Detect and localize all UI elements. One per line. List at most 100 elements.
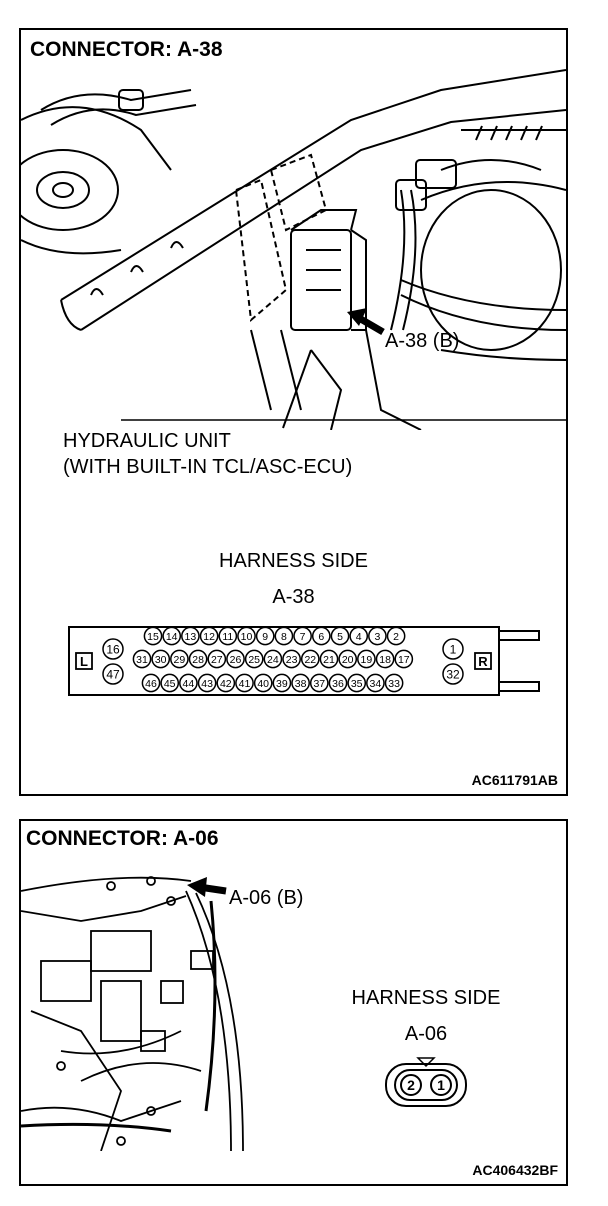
pin-label: 46 xyxy=(145,678,157,690)
callout-a38b: A-38 (B) xyxy=(385,330,460,352)
pin-label: 2 xyxy=(393,631,399,643)
pin-10 xyxy=(237,626,256,646)
pin-46 xyxy=(141,673,161,693)
pin-label: 42 xyxy=(220,678,232,690)
pin-label: 16 xyxy=(106,642,120,656)
pin-20 xyxy=(338,649,358,669)
pin-37 xyxy=(309,673,329,693)
pin-label: 9 xyxy=(262,631,268,643)
pin-2 xyxy=(386,626,406,646)
pin-8 xyxy=(274,626,294,646)
figure-code: AC406432BF xyxy=(472,1162,558,1178)
side-l-label: L xyxy=(80,654,88,669)
pin-label: 47 xyxy=(106,667,120,681)
connector-panel-a06: CONNECTOR: A-06 A-06 (B) HARNESS SIDE xyxy=(19,819,568,1186)
pin-11 xyxy=(218,626,238,646)
pin-label: 17 xyxy=(398,654,410,666)
pin-31 xyxy=(132,649,152,669)
pin-17 xyxy=(394,649,414,669)
engine-bay-illustration-a38 xyxy=(21,69,566,430)
pin-15 xyxy=(143,626,163,646)
pin-label: 24 xyxy=(267,654,279,666)
pin-44 xyxy=(179,673,198,693)
harness-side-label: HARNESS SIDE xyxy=(351,987,501,1009)
figure-code: AC611791AB xyxy=(471,772,558,788)
pin-1 xyxy=(442,638,464,660)
pin-38 xyxy=(291,673,310,693)
pin-label: 38 xyxy=(295,678,307,690)
pin-3 xyxy=(368,626,387,646)
pin-label: 12 xyxy=(203,631,215,643)
pin-label: 18 xyxy=(379,654,391,666)
pin-label: 30 xyxy=(155,654,167,666)
connector-id-label: A-38 xyxy=(272,586,315,608)
pin-35 xyxy=(347,673,367,693)
pin-34 xyxy=(366,673,385,693)
pin-label: 40 xyxy=(257,678,269,690)
pin-30 xyxy=(151,649,171,669)
pin-label: 4 xyxy=(356,631,362,643)
pin-39 xyxy=(272,673,292,693)
pin-19 xyxy=(357,649,376,669)
pin-label: 13 xyxy=(185,631,197,643)
pin-47 xyxy=(102,663,124,685)
pin-label: 26 xyxy=(230,654,242,666)
pin-32 xyxy=(442,663,464,685)
pin-label: 7 xyxy=(300,631,306,643)
pin-24 xyxy=(263,649,283,669)
pin-label: 31 xyxy=(136,654,148,666)
pin-label: 35 xyxy=(351,678,363,690)
pin-label: 28 xyxy=(192,654,204,666)
pin-16 xyxy=(102,638,124,660)
pin-label: 36 xyxy=(332,678,344,690)
panel-title: CONNECTOR: A-38 xyxy=(30,38,223,61)
pin-14 xyxy=(162,626,182,646)
pin-label: 33 xyxy=(388,678,400,690)
pin-42 xyxy=(216,673,236,693)
pin-13 xyxy=(181,626,200,646)
pin-28 xyxy=(188,649,208,669)
connector-panel-a38: CONNECTOR: A-38 xyxy=(19,28,568,796)
pin-5 xyxy=(330,626,350,646)
pin-label: 27 xyxy=(211,654,223,666)
pin-label: 6 xyxy=(318,631,324,643)
pin-label: 34 xyxy=(370,678,382,690)
pin-45 xyxy=(160,673,180,693)
pin-label: 15 xyxy=(147,631,159,643)
pin-label: 37 xyxy=(313,678,325,690)
pin-label: 1 xyxy=(450,642,457,656)
connector-face-a06: 2 1 xyxy=(385,1057,467,1107)
pin-40 xyxy=(253,673,273,693)
pin-6 xyxy=(311,626,331,646)
component-label-line2: (WITH BUILT-IN TCL/ASC-ECU) xyxy=(63,456,353,478)
pin-label: 20 xyxy=(342,654,354,666)
callout-a06b: A-06 (B) xyxy=(229,887,304,909)
pin-label: 23 xyxy=(286,654,298,666)
pin-36 xyxy=(328,673,348,693)
pin-label: 45 xyxy=(164,678,176,690)
pin-label: 14 xyxy=(166,631,178,643)
pin-label: 39 xyxy=(276,678,288,690)
pin-label: 5 xyxy=(337,631,343,643)
pin-label: 11 xyxy=(222,631,233,643)
pin-22 xyxy=(300,649,320,669)
pin-33 xyxy=(384,673,404,693)
component-label-line1: HYDRAULIC UNIT xyxy=(63,430,231,452)
harness-side-label: HARNESS SIDE xyxy=(219,550,368,572)
pin-label: 3 xyxy=(374,631,380,643)
pin-label: 8 xyxy=(281,631,287,643)
pin-label: 21 xyxy=(323,654,335,666)
pin-label: 32 xyxy=(446,667,460,681)
pin-label: 25 xyxy=(248,654,260,666)
pin-43 xyxy=(197,673,217,693)
pin-12 xyxy=(199,626,219,646)
pin-4 xyxy=(349,626,369,646)
engine-bay-illustration-a06 xyxy=(21,876,244,1151)
panel-title: CONNECTOR: A-06 xyxy=(26,827,219,850)
pin-29 xyxy=(170,649,189,669)
pin-18 xyxy=(375,649,395,669)
pin-label: 44 xyxy=(183,678,195,690)
pin-9 xyxy=(255,626,275,646)
pin-label: 10 xyxy=(241,631,253,643)
